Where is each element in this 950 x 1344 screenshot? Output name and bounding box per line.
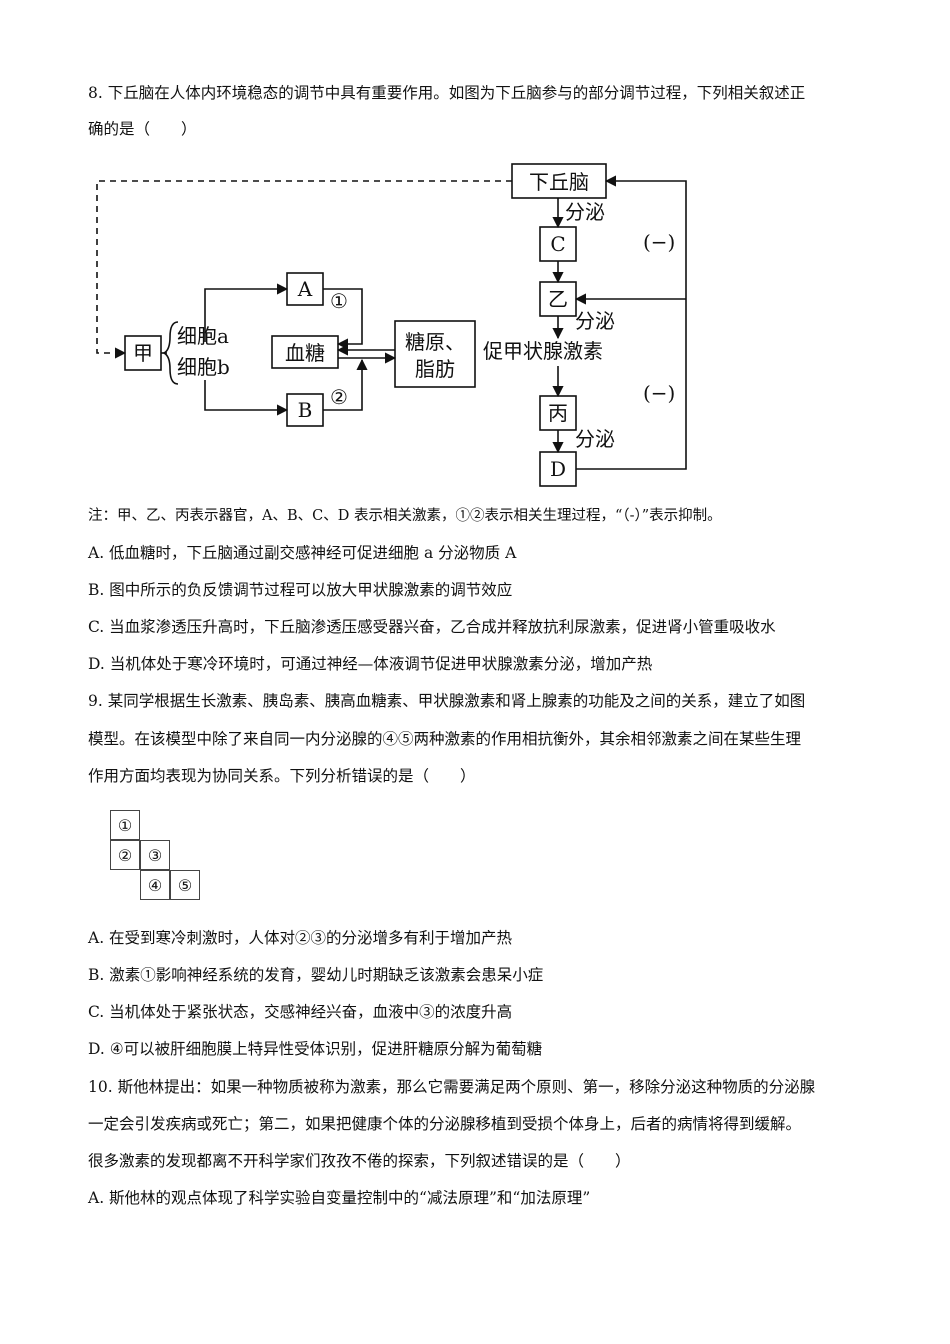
- q9-stem-line1: 9. 某同学根据生长激素、胰岛素、胰高血糖素、甲状腺激素和肾上腺素的功能及之间的…: [88, 692, 806, 710]
- label-hypothalamus: 下丘脑: [529, 170, 589, 194]
- q8-option-c: C. 当血浆渗透压升高时，下丘脑渗透压感受器兴奋，乙合成并释放抗利尿激素，促进肾…: [88, 618, 776, 636]
- box-bing: [539, 395, 577, 431]
- grid-cell-1: ①: [110, 810, 140, 840]
- q8-note: 注：甲、乙、丙表示器官，A、B、C、D 表示相关激素，①②表示相关生理过程，“（…: [88, 508, 722, 524]
- q10-stem-line2: 一定会引发疾病或死亡；第二，如果把健康个体的分泌腺移植到受损个体身上，后者的病情…: [88, 1115, 802, 1133]
- label-secrete-2: 分泌: [575, 309, 615, 333]
- box-glycogen: [394, 320, 476, 388]
- grid-cell-4: ④: [140, 870, 170, 900]
- label-cell-b: 细胞b: [177, 355, 230, 379]
- label-process-1: ①: [330, 289, 348, 313]
- label-blood-sugar: 血糖: [285, 341, 325, 365]
- feedback-to-hypothalamus: [576, 175, 687, 470]
- label-D: D: [550, 457, 566, 481]
- q8-option-d: D. 当机体处于寒冷环境时，可通过神经—体液调节促进甲状腺激素分泌，增加产热: [88, 655, 653, 673]
- label-yi: 乙: [548, 287, 568, 311]
- label-glycogen-2: 脂肪: [415, 357, 455, 381]
- label-cell-a: 细胞a: [177, 324, 229, 348]
- label-glycogen-1: 糖原、: [405, 330, 465, 354]
- label-tsh: 促甲状腺激素: [483, 339, 603, 363]
- grid-cell-3: ③: [140, 840, 170, 870]
- q9-option-d: D. ④可以被肝细胞膜上特异性受体识别，促进肝糖原分解为葡萄糖: [88, 1040, 543, 1058]
- label-process-2: ②: [330, 385, 348, 409]
- box-A: [286, 272, 324, 306]
- q9-option-a: A. 在受到寒冷刺激时，人体对②③的分泌增多有利于增加产热: [88, 929, 513, 947]
- label-C: C: [550, 232, 565, 256]
- label-secrete-3: 分泌: [575, 427, 615, 451]
- dashed-nerve-path: [96, 180, 512, 359]
- grid-cell-5: ⑤: [170, 870, 200, 900]
- q8-stem-line2: 确的是（ ）: [88, 120, 197, 138]
- q10-option-a: A. 斯他林的观点体现了科学实验自变量控制中的“减法原理”和“加法原理”: [88, 1189, 591, 1207]
- label-B: B: [298, 398, 313, 422]
- q10-stem-line3: 很多激素的发现都离不开科学家们孜孜不倦的探索，下列叙述错误的是（ ）: [88, 1152, 631, 1170]
- q9-option-b: B. 激素①影响神经系统的发育，婴幼儿时期缺乏该激素会患呆小症: [88, 966, 544, 984]
- label-bing: 丙: [548, 401, 568, 425]
- q10-stem-line1: 10. 斯他林提出：如果一种物质被称为激素，那么它需要满足两个原则、第一，移除分…: [88, 1078, 816, 1096]
- q8-regulation-diagram: 下丘脑 C 乙 丙 D 甲 A B 血糖 糖原、 脂肪 细胞a 细胞b ① ② …: [96, 163, 687, 487]
- label-A: A: [297, 277, 313, 301]
- q8-stem-line1: 8. 下丘脑在人体内环境稳态的调节中具有重要作用。如图为下丘脑参与的部分调节过程…: [88, 84, 806, 102]
- label-neg-1: (−): [643, 230, 675, 254]
- label-neg-2: (−): [643, 381, 675, 405]
- label-secrete-1: 分泌: [565, 200, 605, 224]
- box-blood-sugar: [271, 335, 339, 369]
- q9-option-c: C. 当机体处于紧张状态，交感神经兴奋，血液中③的浓度升高: [88, 1003, 513, 1021]
- q9-stem-line3: 作用方面均表现为协同关系。下列分析错误的是（ ）: [88, 767, 476, 785]
- q9-stem-line2: 模型。在该模型中除了来自同一内分泌腺的④⑤两种激素的作用相抗衡外，其余相邻激素之…: [88, 730, 802, 748]
- label-jia: 甲: [133, 341, 153, 365]
- q8-option-a: A. 低血糖时，下丘脑通过副交感神经可促进细胞 a 分泌物质 A: [88, 544, 517, 562]
- q8-option-b: B. 图中所示的负反馈调节过程可以放大甲状腺激素的调节效应: [88, 581, 513, 599]
- grid-cell-2: ②: [110, 840, 140, 870]
